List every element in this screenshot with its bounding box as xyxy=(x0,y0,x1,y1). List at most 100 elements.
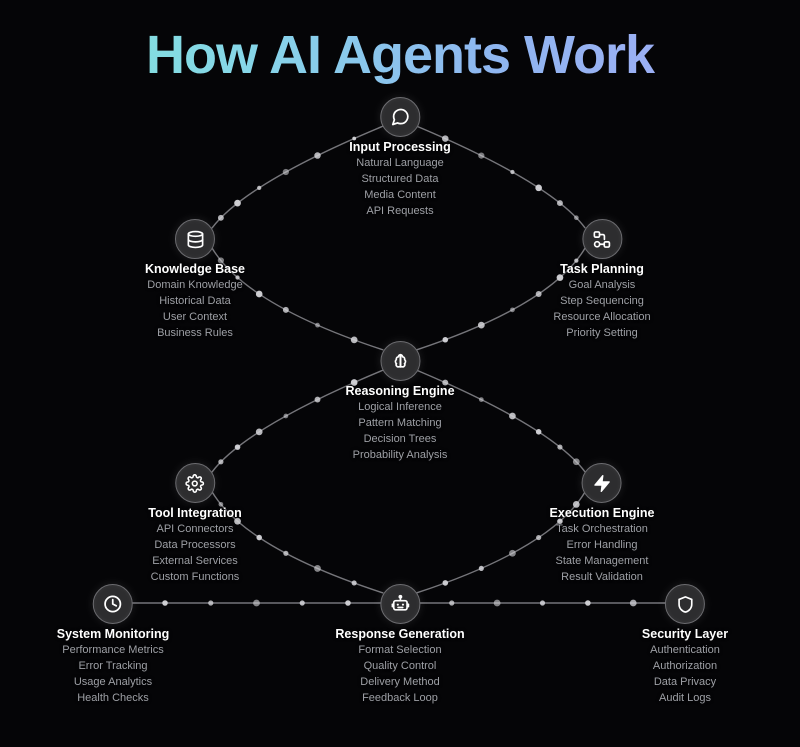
node-item: Data Processors xyxy=(154,539,236,551)
flow-dot xyxy=(536,534,542,541)
node-title: Execution Engine xyxy=(549,506,655,520)
flow-dot xyxy=(282,168,289,176)
clock-activity-icon[interactable] xyxy=(92,584,133,624)
flow-dot xyxy=(257,185,262,190)
shield-icon[interactable] xyxy=(664,584,705,624)
robot-icon[interactable] xyxy=(379,584,420,624)
node-item: Historical Data xyxy=(159,295,231,307)
node-item: Domain Knowledge xyxy=(147,279,243,291)
flow-dot xyxy=(535,291,542,297)
flow-dot xyxy=(509,549,516,557)
flow-dot xyxy=(282,306,289,313)
flow-dot xyxy=(449,600,455,606)
node-item: Decision Trees xyxy=(363,433,437,445)
flow-dot xyxy=(256,534,262,541)
flow-dot xyxy=(535,184,542,192)
flow-dot xyxy=(629,599,637,607)
flow-dot xyxy=(572,458,580,466)
node-item: Media Content xyxy=(364,189,436,201)
database-icon[interactable] xyxy=(175,219,215,259)
flow-dot xyxy=(234,199,241,207)
flow-dot xyxy=(345,600,351,606)
flow-dot xyxy=(574,258,579,263)
node-item: Probability Analysis xyxy=(352,449,448,461)
node-item: Health Checks xyxy=(77,692,149,704)
node-item: Feedback Loop xyxy=(362,692,438,704)
flow-dot xyxy=(557,518,563,525)
flow-dot xyxy=(350,379,358,386)
node-item: Result Validation xyxy=(561,571,643,583)
node-title: System Monitoring xyxy=(56,627,170,641)
node-item: Data Privacy xyxy=(653,676,717,688)
node-item: Performance Metrics xyxy=(62,644,164,656)
zap-icon[interactable] xyxy=(581,463,622,503)
flow-dot xyxy=(572,501,580,508)
node-item: Quality Control xyxy=(363,660,437,672)
flow-dot xyxy=(442,135,449,142)
node-item: Resource Allocation xyxy=(553,311,651,323)
node-item: Error Handling xyxy=(566,539,638,551)
node-title: Reasoning Engine xyxy=(345,384,455,398)
node-item: Custom Functions xyxy=(150,571,240,583)
flow-dot xyxy=(442,379,449,386)
flow-dot xyxy=(283,413,289,419)
flow-dot xyxy=(314,152,321,159)
node-title: Tool Integration xyxy=(148,506,242,520)
node-title: Knowledge Base xyxy=(144,262,246,276)
flow-dot xyxy=(478,152,485,159)
brain-icon[interactable] xyxy=(379,341,420,381)
flow-dot xyxy=(556,274,564,281)
node-item: Format Selection xyxy=(358,644,442,656)
flow-dot xyxy=(509,412,516,420)
flow-dot xyxy=(477,321,485,329)
node-item: Task Orchestration xyxy=(556,523,648,535)
flow-dot xyxy=(218,459,224,465)
node-title: Input Processing xyxy=(349,140,451,154)
message-square-icon[interactable] xyxy=(380,97,420,137)
flow-dot xyxy=(556,200,563,207)
flow-dot xyxy=(253,599,260,607)
node-item: Logical Inference xyxy=(358,401,442,413)
node-item: Business Rules xyxy=(157,327,233,339)
link-dots xyxy=(162,135,637,607)
flow-dot xyxy=(493,599,501,607)
flow-dot xyxy=(235,275,240,280)
node-item: Usage Analytics xyxy=(73,676,153,688)
flow-dot xyxy=(478,397,484,402)
node-item: State Management xyxy=(555,555,649,567)
node-item: API Requests xyxy=(366,205,434,217)
flow-dot xyxy=(217,257,224,264)
flow-dot xyxy=(352,136,357,141)
node-item: Step Sequencing xyxy=(560,295,644,307)
node-title: Response Generation xyxy=(335,627,465,641)
node-item: Error Tracking xyxy=(78,660,148,672)
flow-dot xyxy=(218,501,224,507)
workflow-nodes-icon[interactable] xyxy=(581,219,622,259)
flow-dot xyxy=(350,336,358,344)
flow-dot xyxy=(539,600,546,606)
flow-dot xyxy=(351,580,357,586)
gear-icon[interactable] xyxy=(174,463,215,503)
flow-dot xyxy=(314,565,321,572)
flow-dot xyxy=(234,517,241,525)
flow-dot xyxy=(442,580,449,586)
node-title: Task Planning xyxy=(560,262,644,276)
flow-dot xyxy=(510,169,515,175)
